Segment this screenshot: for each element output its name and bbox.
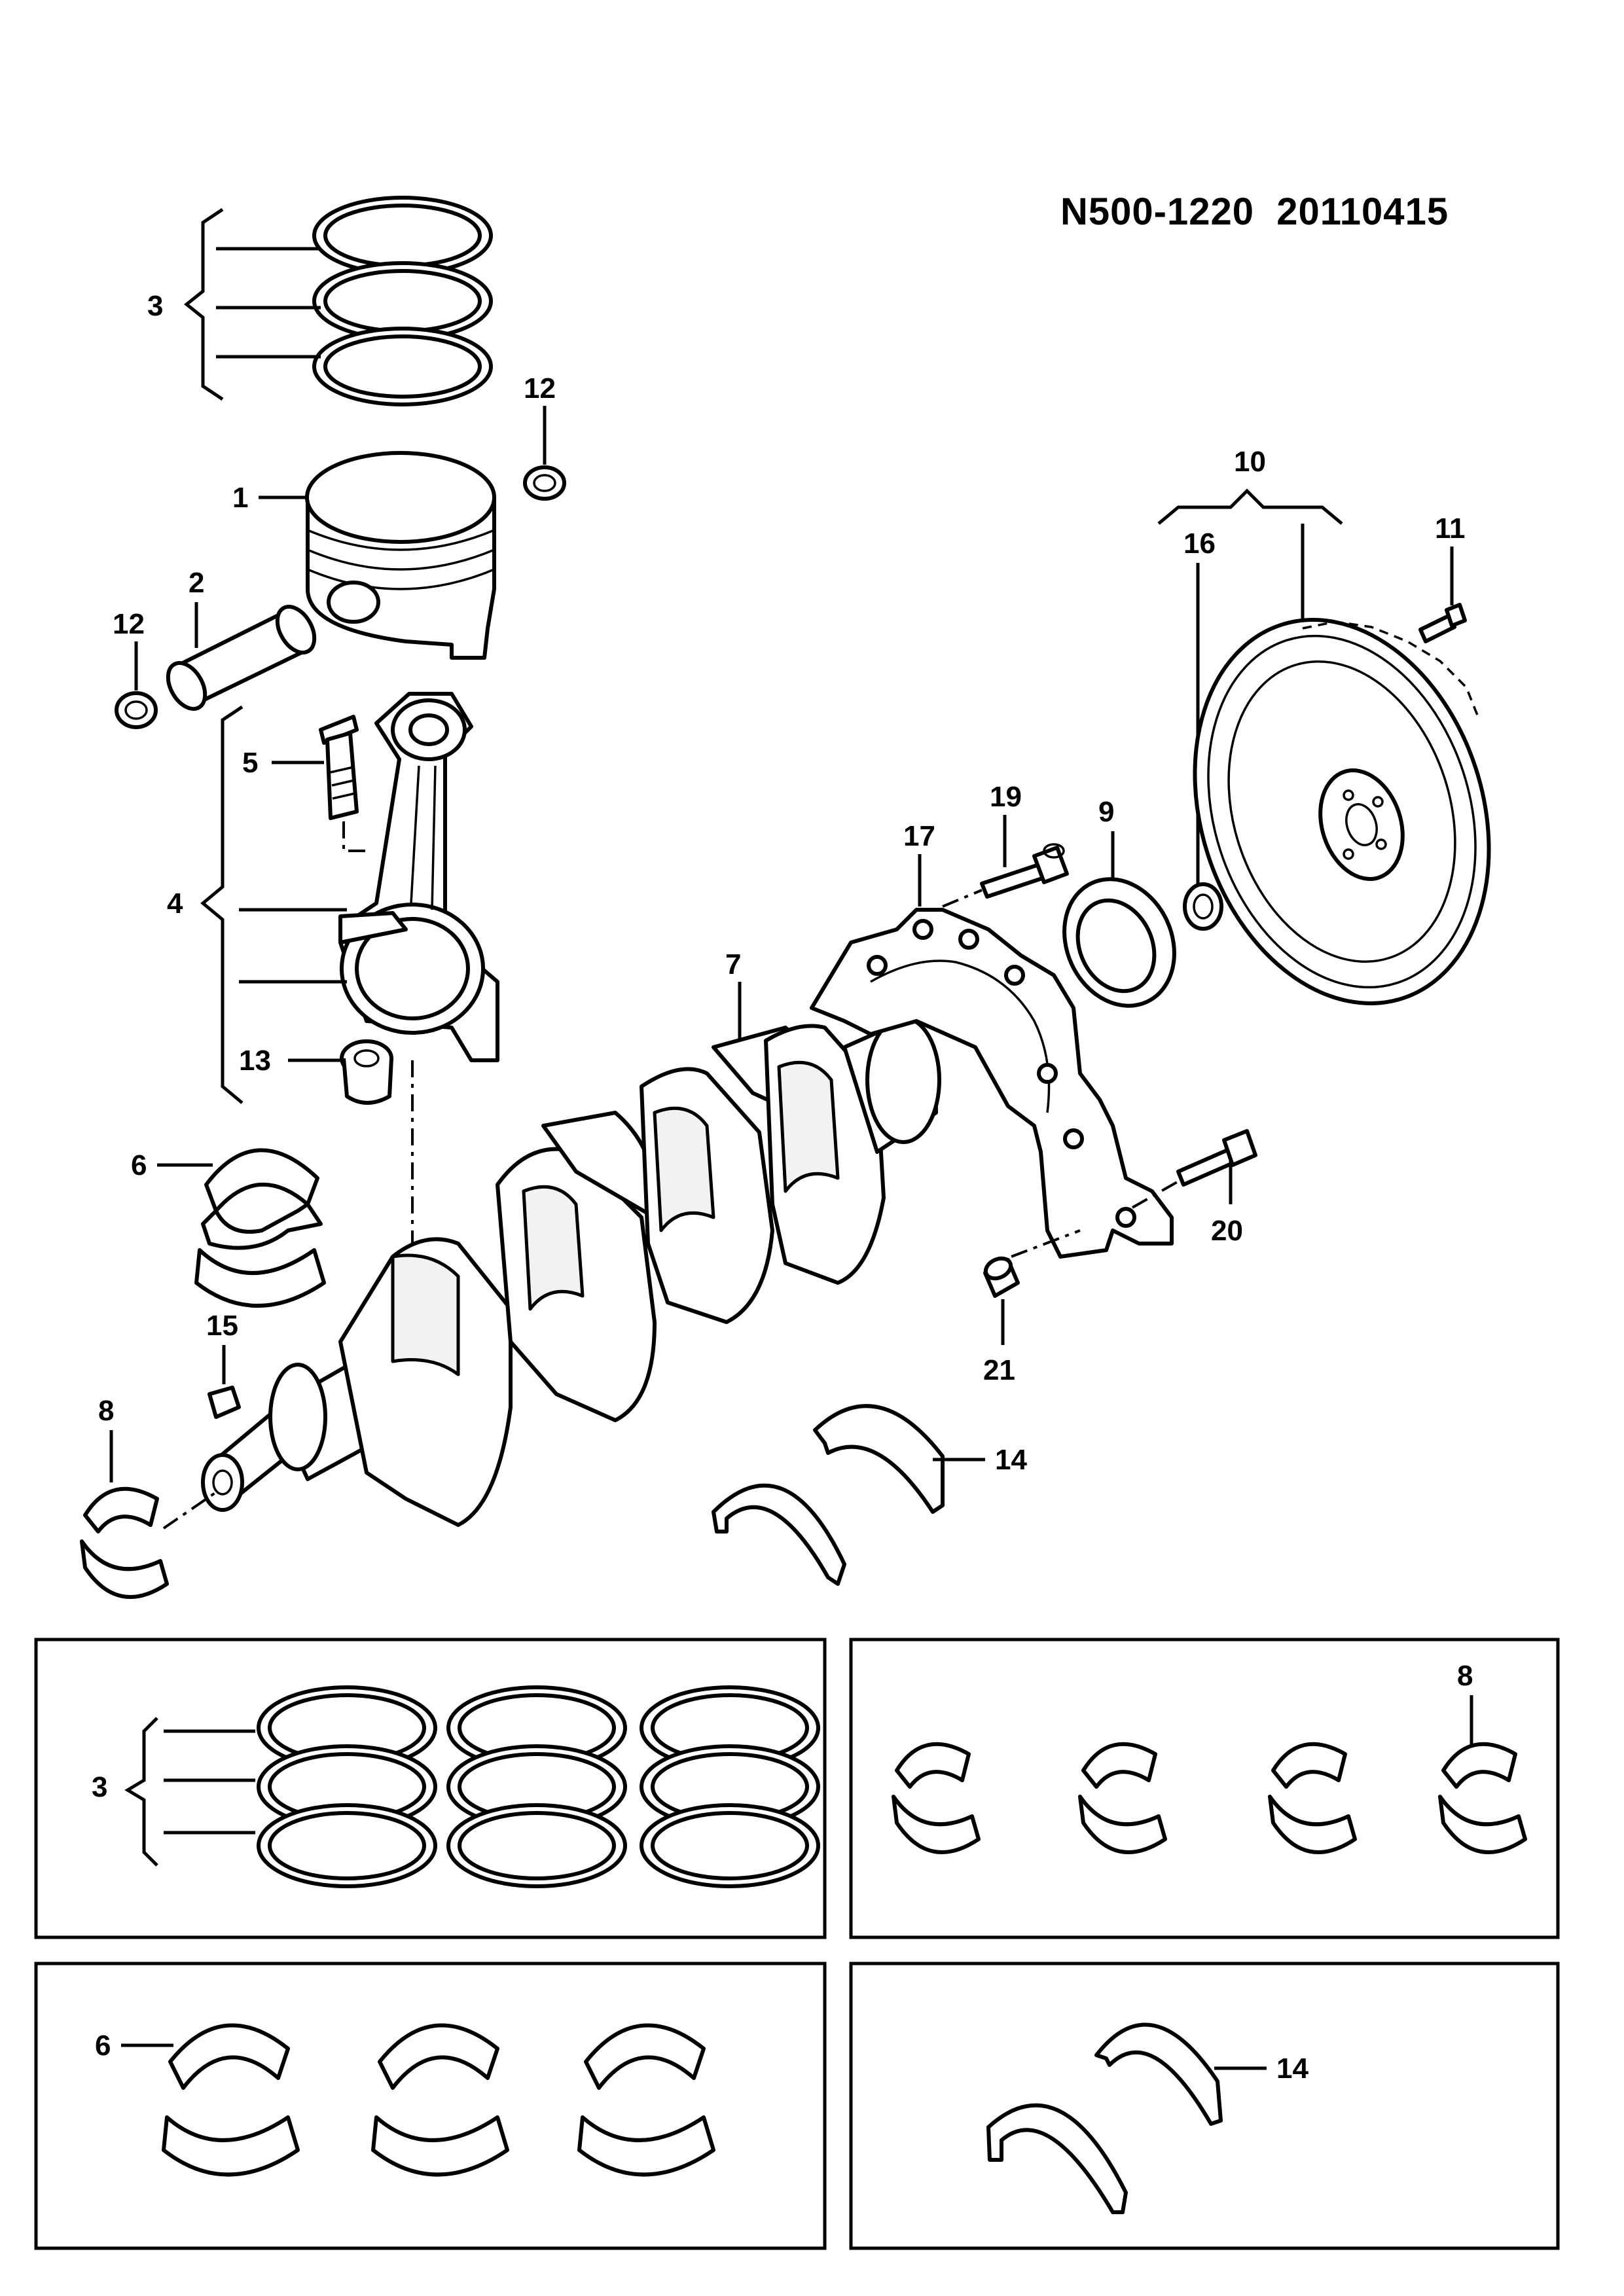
callout-17: 17 [903, 820, 935, 852]
kit-box-thrust-washers: 14 [849, 1962, 1560, 2250]
callout-5: 5 [242, 747, 258, 779]
kit-box-rings: 3 [34, 1638, 827, 1939]
kit-rod-bearings-callout: 8 [1457, 1660, 1473, 1692]
kit-main-bearings-callout: 6 [95, 2030, 111, 2062]
callout-14: 14 [995, 1444, 1027, 1476]
kit-rings-callout: 3 [92, 1771, 107, 1803]
snap-ring-lower [115, 691, 158, 729]
dowel-pin [983, 1256, 1020, 1298]
callout-15: 15 [206, 1310, 238, 1342]
housing-bolt-19 [980, 843, 1069, 899]
callout-21: 21 [983, 1354, 1015, 1386]
callout-3-bracket: 3 [147, 207, 321, 401]
piston-pin [166, 604, 317, 711]
diagram-code: N500-1220 20110415 [1060, 190, 1449, 233]
callout-16: 16 [1183, 528, 1216, 560]
callout-3: 3 [147, 290, 163, 322]
callout-9: 9 [1098, 796, 1114, 828]
callout-4: 4 [167, 888, 183, 920]
callout-7: 7 [725, 948, 741, 980]
kit-thrust-washers-callout: 14 [1276, 2053, 1308, 2085]
callout-1: 1 [232, 482, 248, 514]
callout-4-bracket: 4 [167, 705, 347, 1104]
callout-13: 13 [239, 1045, 271, 1077]
woodruff-key [208, 1386, 241, 1419]
kit-box-rod-bearings: 8 [849, 1638, 1560, 1939]
snap-ring-upper [523, 465, 566, 501]
flywheel [1193, 618, 1491, 1005]
callout-20: 20 [1211, 1215, 1243, 1247]
housing-bolt-20 [1176, 1129, 1257, 1187]
rear-seal-housing [810, 908, 1174, 1259]
callout-10-bracket: 10 [1157, 446, 1343, 525]
callout-12-lower: 12 [113, 608, 145, 640]
callout-8: 8 [98, 1395, 114, 1427]
piston-rings [312, 196, 493, 406]
piston [305, 451, 496, 660]
pilot-bearing [1183, 882, 1223, 931]
rod-nut [340, 1039, 393, 1105]
callout-19: 19 [990, 781, 1022, 813]
rod-bolt [319, 715, 359, 820]
kit-box-main-bearings: 6 [34, 1962, 827, 2250]
thrust-washers [712, 1404, 945, 1586]
callout-10: 10 [1234, 446, 1266, 478]
callout-12-upper: 12 [524, 372, 556, 404]
callout-6: 6 [131, 1149, 147, 1181]
rear-oil-seal [1062, 877, 1176, 1008]
rod-bearing-shell [80, 1486, 169, 1599]
connecting-rod [338, 692, 499, 1062]
crankshaft [201, 1016, 941, 1527]
main-bearing-shell [194, 1148, 326, 1308]
callout-11: 11 [1435, 512, 1466, 545]
callout-2: 2 [189, 567, 204, 599]
flywheel-bolt [1418, 603, 1467, 643]
